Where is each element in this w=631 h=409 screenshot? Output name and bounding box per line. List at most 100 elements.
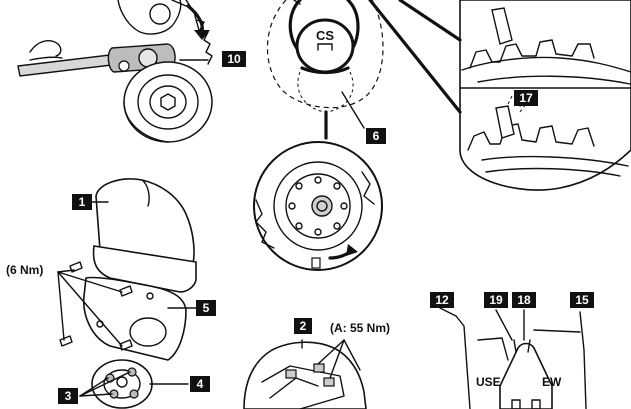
callout-leader [79, 393, 113, 397]
callout-4: 4 [190, 376, 210, 392]
torque-leader [57, 271, 65, 341]
callout-3-text: 3 [65, 389, 72, 403]
cover-bolt-torque: (6 Nm) [6, 263, 43, 277]
gear-teeth [469, 39, 595, 69]
idler-pulley-hub [149, 85, 187, 119]
gear-teeth-lower [467, 123, 595, 151]
callout-10: 10 [222, 51, 246, 67]
gear-arc [461, 56, 631, 73]
belt-teeth-zoom [361, 171, 375, 205]
gear-arc-lower [485, 167, 621, 177]
tensioner-wrench-view [17, 0, 213, 143]
cover-opening [129, 317, 167, 347]
arrow-head [346, 244, 358, 256]
tensioner-bolt [149, 3, 171, 25]
crank-sprocket-view: CS [266, 0, 384, 140]
wrench-handle [17, 53, 121, 77]
torque-leader [343, 339, 361, 371]
cover-gasket [92, 245, 197, 293]
clamp-slot [511, 399, 521, 409]
engine-bracket-view [243, 339, 367, 409]
old-belt-edge [455, 315, 471, 409]
belt-tooth-lower [495, 105, 515, 139]
callout-4-text: 4 [197, 377, 204, 391]
idler-pulley [123, 61, 213, 143]
sprocket-outer [273, 161, 363, 251]
torque-leader [57, 271, 123, 347]
callout-6-text: 6 [373, 129, 380, 143]
callout-5-text: 5 [203, 301, 210, 315]
gear-arc-inner [477, 75, 631, 85]
pointer-line [398, 0, 462, 42]
tensioner-arm [171, 0, 201, 35]
torque-leader [329, 339, 345, 379]
callout-2-text: 2 [300, 319, 307, 333]
tensioner-bracket [117, 0, 182, 35]
belt-use-mark: USE [476, 375, 501, 389]
crank-pulley [91, 359, 153, 409]
belt-edge [293, 0, 301, 5]
belt-tooth [491, 7, 513, 45]
sprocket-zoom-view [253, 141, 383, 271]
callout-leader [341, 91, 365, 129]
belt-teeth [195, 19, 213, 65]
detail-dashed-circle [266, 0, 384, 109]
callout-19: 19 [484, 292, 508, 308]
bracket-bolt [285, 369, 297, 379]
cover-hole [146, 292, 154, 300]
pulley-center [116, 376, 128, 388]
callout-leader [495, 309, 513, 341]
sprocket-bolt-center [316, 200, 328, 212]
callout-1-text: 1 [79, 195, 86, 209]
callout-10-text: 10 [227, 52, 241, 66]
belt-teeth-zoom [255, 199, 275, 249]
gear-arc-lower [481, 155, 629, 167]
tooth-detail-view [368, 0, 631, 191]
idler-pulley-ring [137, 74, 199, 130]
callout-3: 3 [58, 388, 78, 404]
bracket-bolt-torque: (A: 55 Nm) [330, 321, 390, 335]
callout-leader [79, 371, 131, 397]
sprocket-holes [288, 176, 348, 236]
bracket-body [261, 365, 345, 409]
bracket-bolt [313, 363, 325, 373]
callout-18-text: 18 [517, 293, 531, 307]
bracket-circle [243, 341, 367, 409]
callout-17: 17 [514, 90, 538, 106]
callout-15-text: 15 [575, 293, 589, 307]
clamp-slot [531, 399, 541, 409]
timing-mark [311, 257, 321, 269]
callout-15: 15 [570, 292, 594, 308]
belt-new-mark: EW [542, 375, 562, 389]
callout-leader [439, 307, 457, 317]
sprocket-inner [285, 173, 351, 239]
callout-12-text: 12 [435, 293, 449, 307]
belt-edge [477, 337, 509, 361]
torque-leader [57, 269, 75, 273]
torque-leader [317, 339, 345, 365]
clamp-marks [513, 339, 531, 353]
hand-finger [29, 56, 63, 61]
arrow-head [194, 30, 210, 40]
callout-6: 6 [366, 128, 386, 144]
crank-sprocket-mark: CS [316, 28, 334, 43]
callout-12: 12 [430, 292, 454, 308]
callout-1: 1 [72, 194, 92, 210]
lower-timing-cover [83, 276, 187, 361]
belt-install-view [439, 307, 587, 409]
callout-19-text: 19 [489, 293, 503, 307]
sprocket-bolt [311, 195, 333, 217]
hand-finger [29, 40, 62, 57]
timing-cover-view [57, 178, 197, 409]
pointer-line [368, 0, 462, 114]
pulley-side [123, 101, 169, 143]
callout-18: 18 [512, 292, 536, 308]
belt-lower [300, 66, 350, 75]
sprocket-key [317, 43, 333, 51]
callout-2: 2 [294, 318, 312, 334]
belt-edge [533, 329, 581, 333]
torque-leader [57, 271, 123, 293]
cover-rib [141, 179, 150, 207]
